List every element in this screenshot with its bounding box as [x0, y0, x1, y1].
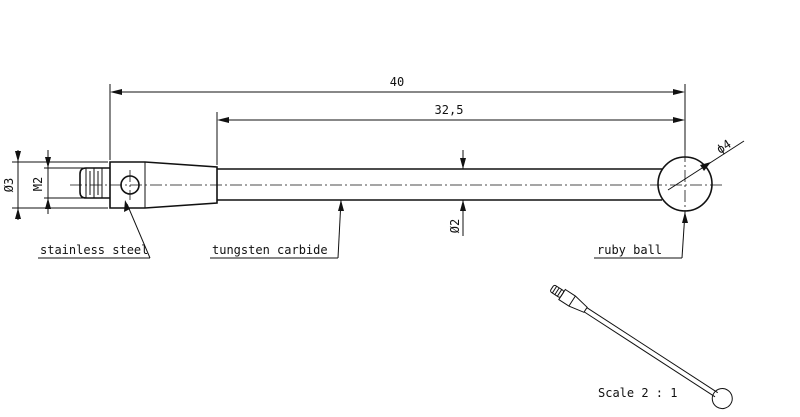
callout-ruby-ball: ruby ball	[594, 211, 688, 259]
callout-tungsten-carbide: tungsten carbide	[210, 199, 344, 259]
dim-label-body-diameter: Ø3	[2, 178, 16, 192]
dim-overall-length: 40	[109, 75, 686, 160]
isometric-view	[550, 284, 733, 410]
scale-label: Scale 2 : 1	[598, 386, 677, 400]
callout-stainless-steel: stainless steel	[38, 200, 151, 259]
dim-thread: M2	[31, 150, 84, 214]
dim-label-thread: M2	[31, 177, 45, 191]
dim-label-overall-length: 40	[390, 75, 404, 89]
stylus-profile	[70, 150, 722, 220]
callout-label-stainless-steel: stainless steel	[40, 243, 148, 257]
callout-label-tungsten-carbide: tungsten carbide	[212, 243, 328, 257]
dim-shaft-diameter: Ø2	[448, 150, 466, 236]
dim-ball-diameter: ϕ4	[667, 137, 745, 191]
callout-label-ruby-ball: ruby ball	[597, 243, 662, 257]
dim-shaft-length: 32,5	[216, 103, 685, 165]
dim-label-ball-diameter: ϕ4	[714, 137, 734, 157]
dim-body-diameter: Ø3	[2, 150, 108, 220]
dim-label-shaft-diameter: Ø2	[448, 219, 462, 233]
thread-stub	[79, 167, 110, 199]
dim-label-shaft-length: 32,5	[435, 103, 464, 117]
